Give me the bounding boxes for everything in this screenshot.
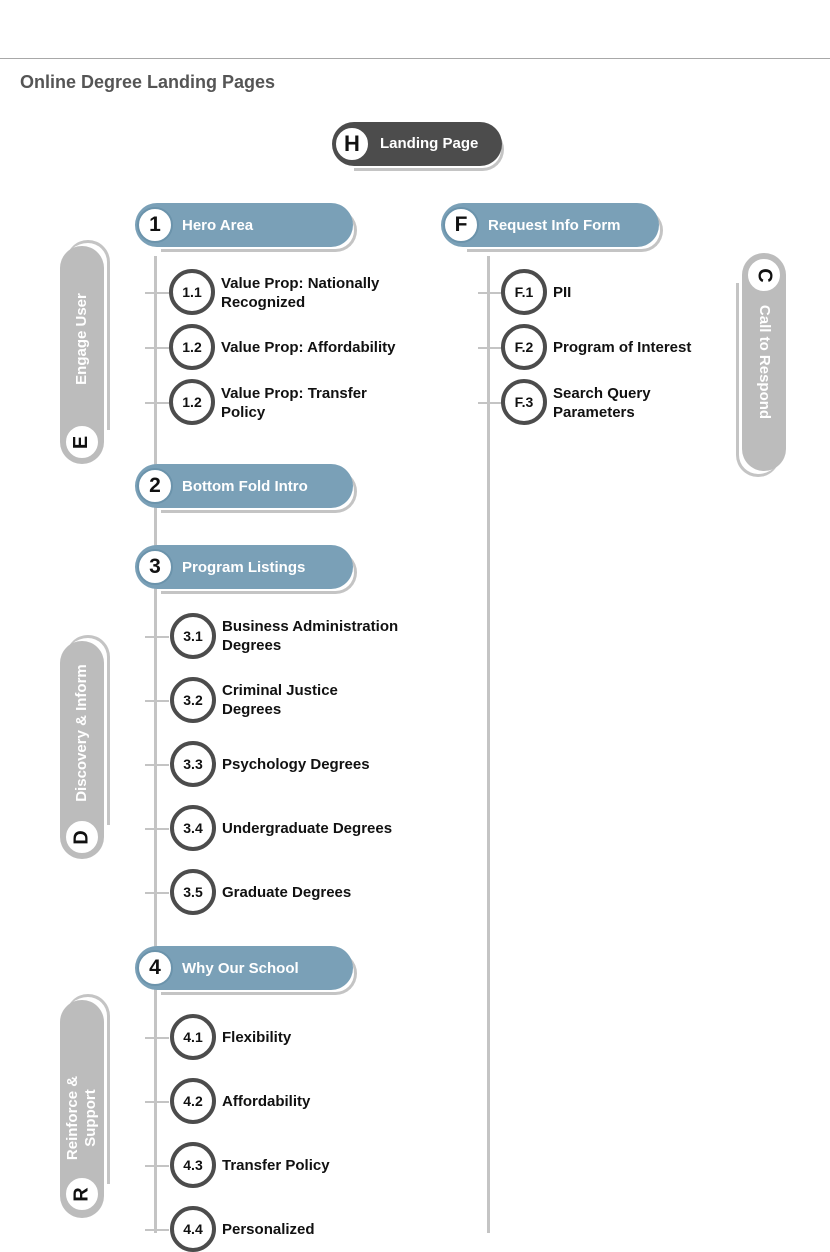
- item-label: Program of Interest: [553, 339, 692, 356]
- section-badge: 3: [137, 549, 173, 585]
- section-request-info-form[interactable]: F Request Info Form: [441, 203, 663, 252]
- node-shadow: [161, 551, 357, 594]
- phase-shadow: [736, 283, 780, 477]
- item-label: Value Prop: Nationally Recognized: [221, 275, 380, 311]
- item-label: Undergraduate Degrees: [222, 820, 393, 837]
- page-title: Online Degree Landing Pages: [20, 72, 276, 92]
- section-badge: F: [443, 207, 479, 243]
- item-number: 1.1: [169, 269, 215, 315]
- node-shadow: [161, 952, 357, 995]
- connector-tick: [145, 764, 169, 766]
- item-number: F.3: [501, 379, 547, 425]
- item-number: 1.2: [169, 379, 215, 425]
- connector-tick: [145, 828, 169, 830]
- item-label: Value Prop: Transfer Policy: [221, 385, 367, 421]
- node-shadow: [354, 128, 504, 171]
- phase-label: Call to Respond: [756, 304, 774, 420]
- connector-tick: [145, 1229, 169, 1231]
- item-number: 4.1: [170, 1014, 216, 1060]
- phase-badge: R: [64, 1176, 100, 1212]
- item-label: Psychology Degrees: [222, 756, 370, 773]
- node-shadow: [161, 209, 357, 252]
- connector-tick: [145, 347, 169, 349]
- phase-badge: D: [64, 819, 100, 855]
- connector-tick: [145, 1101, 169, 1103]
- item-label: Business Administration Degrees: [222, 618, 399, 654]
- phase-label: Reinforce & Support: [64, 1075, 99, 1161]
- item-number: 3.1: [170, 613, 216, 659]
- item-number: 4.3: [170, 1142, 216, 1188]
- item-number: 3.5: [170, 869, 216, 915]
- item-label: Criminal Justice Degrees: [222, 682, 338, 718]
- connector-tick: [145, 1165, 169, 1167]
- phase-badge: C: [746, 257, 782, 293]
- item-number: 1.2: [169, 324, 215, 370]
- item-number: 3.3: [170, 741, 216, 787]
- phase-label: Engage User: [73, 293, 91, 385]
- section-badge: 4: [137, 950, 173, 986]
- item-number: 4.2: [170, 1078, 216, 1124]
- item-label: Value Prop: Affordability: [221, 339, 396, 356]
- item-label: Affordability: [222, 1093, 311, 1110]
- connector-tick: [478, 347, 502, 349]
- node-shadow: [467, 209, 663, 252]
- header-divider: [0, 58, 830, 59]
- left-column-connector: [154, 256, 157, 1233]
- connector-tick: [145, 402, 169, 404]
- phase-shadow: [66, 994, 110, 1184]
- section-label: Program Listings: [182, 559, 306, 576]
- section-program-listings[interactable]: 3 Program Listings: [135, 545, 357, 594]
- phase-reinforce-support: R Reinforce & Support: [60, 994, 110, 1218]
- landing-badge: H: [334, 126, 370, 162]
- section-bottom-fold-intro[interactable]: 2 Bottom Fold Intro: [135, 464, 357, 513]
- connector-tick: [145, 292, 169, 294]
- connector-tick: [478, 292, 502, 294]
- section-label: Request Info Form: [488, 217, 621, 234]
- item-label: PII: [553, 284, 572, 301]
- phase-engage-user: E Engage User: [60, 240, 110, 464]
- item-number: F.1: [501, 269, 547, 315]
- item-label: Flexibility: [222, 1029, 292, 1046]
- section-badge: 2: [137, 468, 173, 504]
- item-label: Transfer Policy: [222, 1157, 330, 1174]
- right-column-connector: [487, 256, 490, 1233]
- item-number: F.2: [501, 324, 547, 370]
- section-hero-area[interactable]: 1 Hero Area: [135, 203, 357, 252]
- connector-tick: [478, 402, 502, 404]
- connector-tick: [145, 700, 169, 702]
- item-number: 3.2: [170, 677, 216, 723]
- section-label: Bottom Fold Intro: [182, 478, 308, 495]
- phase-shadow: [66, 635, 110, 825]
- item-label: Graduate Degrees: [222, 884, 352, 901]
- landing-page-node[interactable]: H Landing Page: [332, 122, 504, 171]
- phase-shadow: [66, 240, 110, 430]
- section-label: Hero Area: [182, 217, 254, 234]
- landing-label: Landing Page: [380, 135, 479, 152]
- item-label: Search Query Parameters: [553, 385, 651, 421]
- item-number: 3.4: [170, 805, 216, 851]
- node-shadow: [161, 470, 357, 513]
- section-label: Why Our School: [182, 960, 299, 977]
- item-label: Personalized: [222, 1221, 315, 1238]
- connector-tick: [145, 1037, 169, 1039]
- phase-label: Discovery & Inform: [73, 664, 91, 802]
- section-badge: 1: [137, 207, 173, 243]
- connector-tick: [145, 892, 169, 894]
- phase-call-to-respond: C Call to Respond: [736, 253, 790, 477]
- connector-tick: [145, 636, 169, 638]
- phase-discovery-inform: D Discovery & Inform: [60, 635, 110, 859]
- item-number: 4.4: [170, 1206, 216, 1252]
- section-why-our-school[interactable]: 4 Why Our School: [135, 946, 357, 995]
- phase-badge: E: [64, 424, 100, 460]
